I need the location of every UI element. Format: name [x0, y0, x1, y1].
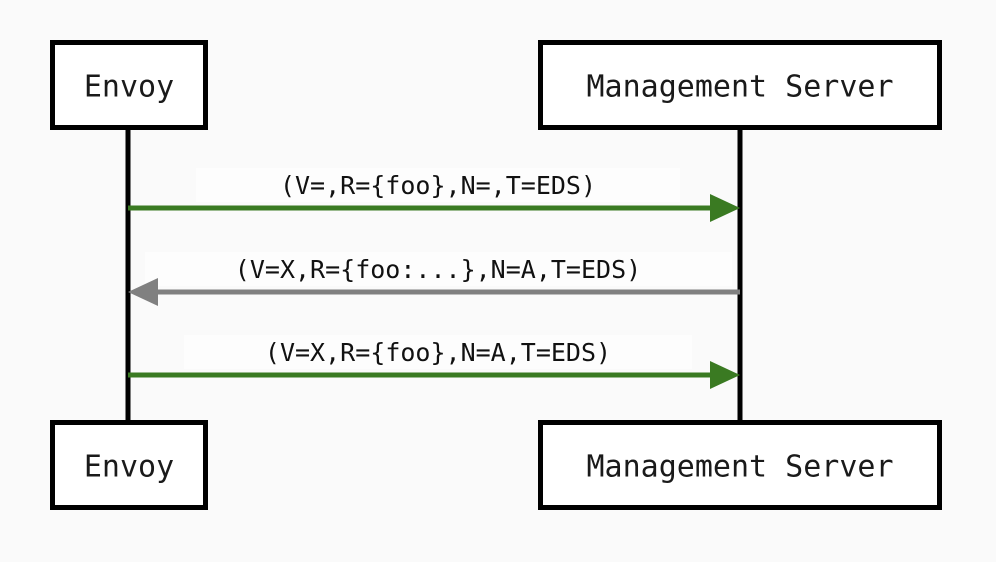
arrowhead-right-icon — [710, 361, 740, 389]
participant-label: Management Server — [586, 70, 893, 105]
participant-management-server-top[interactable]: Management Server — [538, 40, 942, 130]
participant-label: Management Server — [586, 450, 893, 485]
participant-management-server-bottom[interactable]: Management Server — [538, 420, 942, 510]
participant-box — [538, 420, 942, 510]
participant-envoy-bottom[interactable]: Envoy — [50, 420, 208, 510]
participant-envoy-top[interactable]: Envoy — [50, 40, 208, 130]
message-2[interactable]: (V=X,R={foo:...},N=A,T=EDS) — [128, 252, 740, 306]
message-label-background — [184, 335, 692, 369]
message-label-background — [145, 252, 732, 286]
message-label: (V=,R={foo},N=,T=EDS) — [280, 171, 596, 200]
participant-label: Envoy — [84, 450, 174, 485]
message-label: (V=X,R={foo:...},N=A,T=EDS) — [235, 255, 641, 284]
message-3[interactable]: (V=X,R={foo},N=A,T=EDS) — [128, 335, 740, 389]
participant-box — [538, 40, 942, 130]
arrowhead-right-icon — [710, 194, 740, 222]
message-1[interactable]: (V=,R={foo},N=,T=EDS) — [128, 168, 740, 222]
participant-box — [50, 40, 208, 130]
participant-box — [50, 420, 208, 510]
message-label-background — [196, 168, 680, 202]
participant-label: Envoy — [84, 70, 174, 105]
message-label: (V=X,R={foo},N=A,T=EDS) — [265, 338, 611, 367]
arrowhead-left-icon — [128, 278, 158, 306]
